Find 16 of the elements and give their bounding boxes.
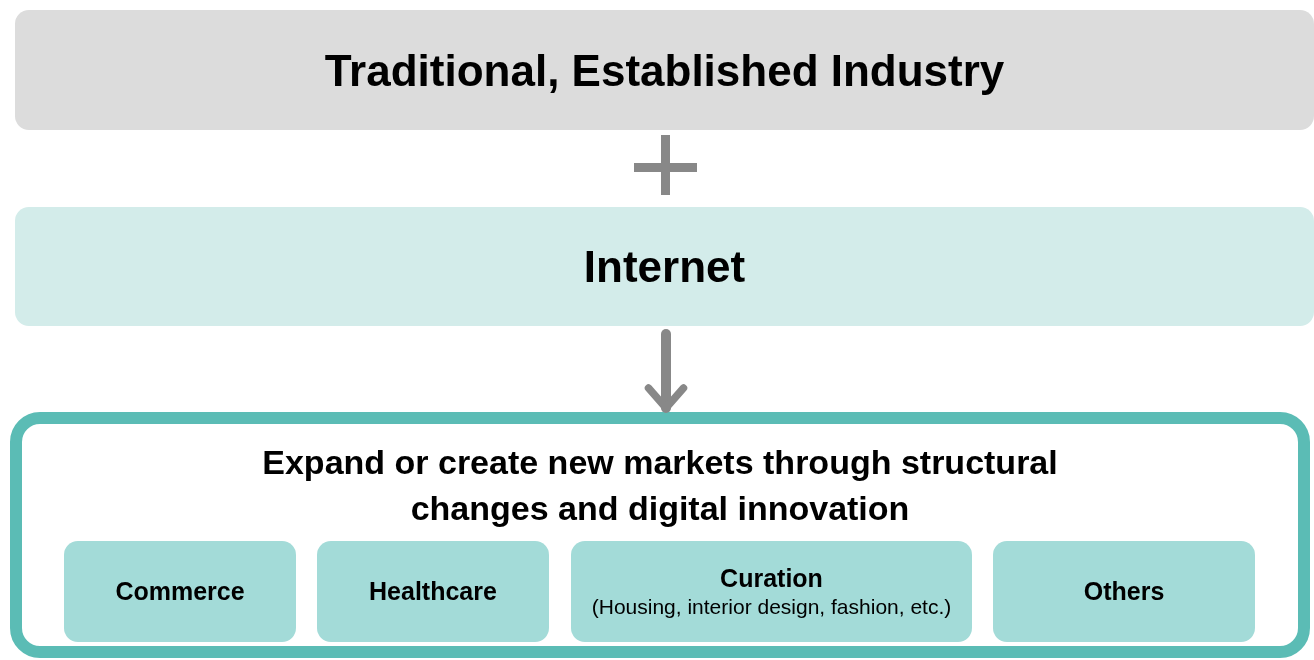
category-box <box>317 541 549 642</box>
heading-text: Commerce <box>115 575 245 607</box>
arrow <box>644 329 688 413</box>
heading-text: Expand or create new markets through structural changes and digital innovation <box>261 442 1059 529</box>
banner-box <box>15 207 1314 326</box>
market-panel <box>10 412 1310 658</box>
heading-text: Internet <box>583 241 746 293</box>
heading-text: Traditional, Established Industry <box>324 44 1005 97</box>
heading-text: Others <box>1083 575 1165 607</box>
heading-text: Curation <box>720 562 823 594</box>
category-box <box>993 541 1255 642</box>
description-text: (Housing, interior design, fashion, etc.) <box>591 594 952 620</box>
category-box <box>571 541 972 642</box>
category-box <box>64 541 296 642</box>
heading-text: Healthcare <box>369 575 497 607</box>
banner-box <box>15 10 1314 130</box>
